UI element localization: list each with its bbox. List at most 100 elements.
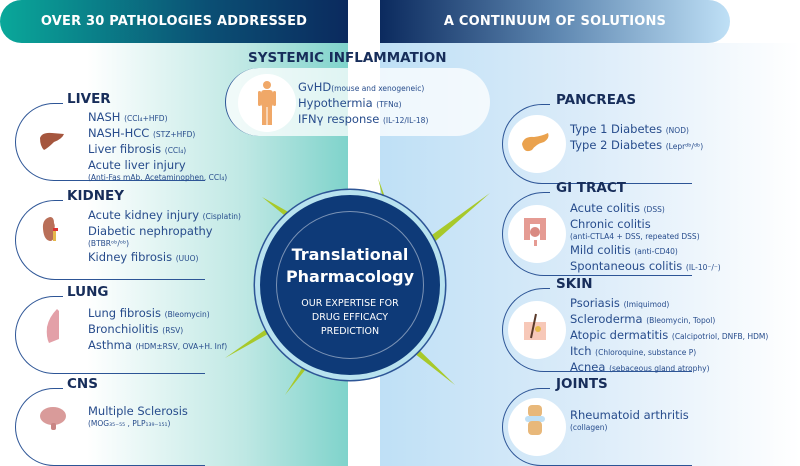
item-main: Atopic dermatitis bbox=[570, 328, 672, 342]
banner-solutions: A CONTINUUM OF SOLUTIONS bbox=[380, 0, 730, 43]
item-main: Mild colitis bbox=[570, 243, 635, 257]
list-item: Multiple Sclerosis(MOG₃₅₋₅₅ , PLP₁₃₉₋₁₅₁… bbox=[88, 404, 188, 430]
item-model: (TFNα) bbox=[376, 100, 402, 109]
item-main: Lung fibrosis bbox=[88, 306, 165, 320]
list-item: Acute colitis (DSS) bbox=[570, 201, 721, 217]
item-main: Hypothermia bbox=[298, 96, 377, 110]
section-title: JOINTS bbox=[556, 376, 608, 392]
item-main: Acute kidney injury bbox=[88, 208, 203, 222]
item-model: (Cisplatin) bbox=[202, 212, 241, 221]
item-main: Acute liver injury bbox=[88, 158, 186, 172]
item-main: Itch bbox=[570, 344, 596, 358]
list-item: Psoriasis (Imiquimod) bbox=[570, 296, 768, 312]
item-model: (Bleomycin) bbox=[164, 310, 210, 319]
list-item: Acute liver injury(Anti-Fas mAb, Acetami… bbox=[88, 158, 227, 184]
item-model: (IL-12/IL-18) bbox=[382, 116, 429, 125]
hub-sub-3: PREDICTION bbox=[320, 326, 380, 337]
item-main: Kidney fibrosis bbox=[88, 250, 176, 264]
section-title: SKIN bbox=[556, 276, 593, 292]
item-main: Diabetic nephropathy bbox=[88, 224, 213, 238]
list-item: Asthma (HDM±RSV, OVA+H. Inf) bbox=[88, 338, 227, 354]
list-item: Chronic colitis(anti-CTLA4 + DSS, repeat… bbox=[570, 217, 721, 243]
item-model: (anti-CTLA4 + DSS, repeated DSS) bbox=[570, 232, 700, 241]
spike-top-right bbox=[425, 193, 490, 246]
section-items: NASH (CCl₄+HFD)NASH-HCC (STZ+HFD)Liver f… bbox=[88, 110, 227, 184]
item-model: (Imiquimod) bbox=[623, 300, 670, 309]
list-item: Rheumatoid arthritis(collagen) bbox=[570, 408, 689, 434]
item-main: NASH bbox=[88, 110, 125, 124]
hub-title-2: Pharmacology bbox=[285, 267, 415, 286]
list-item: Bronchiolitis (RSV) bbox=[88, 322, 227, 338]
list-item: Type 2 Diabetes (Leprᵈᵇ/ᵈᵇ) bbox=[570, 138, 703, 154]
hub-ring bbox=[276, 211, 424, 359]
systemic-inflammation-title: SYSTEMIC INFLAMMATION bbox=[248, 50, 447, 66]
section-title: LIVER bbox=[67, 91, 111, 107]
item-main: Type 2 Diabetes bbox=[570, 138, 666, 152]
hub-sub-1: OUR EXPERTISE FOR bbox=[301, 298, 399, 309]
item-main: GvHD bbox=[298, 80, 332, 94]
hub-sub-2: DRUG EFFICACY bbox=[311, 312, 389, 323]
list-item: Mild colitis (anti-CD40) bbox=[570, 243, 721, 259]
item-main: Asthma bbox=[88, 338, 136, 352]
hub-title-1: Translational bbox=[291, 245, 409, 264]
spike-left bbox=[225, 325, 275, 358]
systemic-items: GvHD(mouse and xenogeneic) Hypothermia (… bbox=[298, 80, 428, 128]
item-model: (MOG₃₅₋₅₅ , PLP₁₃₉₋₁₅₁) bbox=[88, 419, 171, 428]
section-items: Psoriasis (Imiquimod)Scleroderma (Bleomy… bbox=[570, 296, 768, 376]
item-model: (Leprᵈᵇ/ᵈᵇ) bbox=[665, 142, 704, 151]
liver-icon bbox=[40, 132, 64, 150]
item-model: (IL-10⁻/⁻) bbox=[685, 263, 721, 272]
item-model: (collagen) bbox=[570, 423, 608, 432]
item-model: (UUO) bbox=[175, 254, 199, 263]
list-item: Type 1 Diabetes (NOD) bbox=[570, 122, 703, 138]
intestine-icon bbox=[524, 218, 546, 246]
list-item: Liver fibrosis (CCl₄) bbox=[88, 142, 227, 158]
spike-bottom-right bbox=[410, 345, 455, 385]
section-title: GI TRACT bbox=[556, 180, 626, 196]
section-items: Acute colitis (DSS)Chronic colitis(anti-… bbox=[570, 201, 721, 275]
list-item: IFNγ response (IL-12/IL-18) bbox=[298, 112, 428, 128]
list-item: Diabetic nephropathy(BTBRᵒᵇ/ᵒᵇ) bbox=[88, 224, 241, 250]
list-item: Acnea (sebaceous gland atrophy) bbox=[570, 360, 768, 376]
section-items: Type 1 Diabetes (NOD)Type 2 Diabetes (Le… bbox=[570, 122, 703, 154]
skin-icon bbox=[524, 313, 546, 340]
list-item: Kidney fibrosis (UUO) bbox=[88, 250, 241, 266]
human-body-icon bbox=[258, 81, 276, 125]
item-model: (Anti-Fas mAb, Acetaminophen, CCl₄) bbox=[88, 173, 228, 182]
item-model: (CCl₄+HFD) bbox=[124, 114, 168, 123]
section-title: CNS bbox=[67, 376, 98, 392]
list-item: NASH (CCl₄+HFD) bbox=[88, 110, 227, 126]
item-main: Scleroderma bbox=[570, 312, 647, 326]
item-main: Acute colitis bbox=[570, 201, 644, 215]
section-items: Rheumatoid arthritis(collagen) bbox=[570, 408, 689, 434]
lung-icon bbox=[46, 309, 59, 343]
pancreas-icon bbox=[522, 133, 549, 152]
list-item: Itch (Chloroquine, substance P) bbox=[570, 344, 768, 360]
item-model: (mouse and xenogeneic) bbox=[331, 84, 425, 93]
item-model: (Calcipotriol, DNFB, HDM) bbox=[671, 332, 769, 341]
item-model: (NOD) bbox=[665, 126, 689, 135]
section-items: Multiple Sclerosis(MOG₃₅₋₅₅ , PLP₁₃₉₋₁₅₁… bbox=[88, 404, 188, 430]
section-items: Acute kidney injury (Cisplatin) Diabetic … bbox=[88, 208, 241, 266]
item-model: (sebaceous gland atrophy) bbox=[609, 364, 710, 373]
list-item: Spontaneous colitis (IL-10⁻/⁻) bbox=[570, 259, 721, 275]
item-model: (BTBRᵒᵇ/ᵒᵇ) bbox=[88, 239, 130, 248]
list-item: Scleroderma (Bleomycin, Topol) bbox=[570, 312, 768, 328]
item-model: (Bleomycin, Topol) bbox=[646, 316, 716, 325]
list-item: Hypothermia (TFNα) bbox=[298, 96, 428, 112]
translational-pharmacology-hub: Translational Pharmacology OUR EXPERTISE… bbox=[255, 190, 445, 380]
item-model: (anti-CD40) bbox=[634, 247, 678, 256]
kidney-icon bbox=[42, 217, 58, 241]
item-main: Bronchiolitis bbox=[88, 322, 163, 336]
item-model: (CCl₄) bbox=[164, 146, 187, 155]
section-title: PANCREAS bbox=[556, 92, 637, 108]
section-title: LUNG bbox=[67, 284, 109, 300]
banner-pathologies: OVER 30 PATHOLOGIES ADDRESSED bbox=[0, 0, 348, 43]
section-title: KIDNEY bbox=[67, 188, 124, 204]
item-main: Type 1 Diabetes bbox=[570, 122, 666, 136]
item-main: NASH-HCC bbox=[88, 126, 153, 140]
item-main: Acnea bbox=[570, 360, 610, 374]
item-main: Spontaneous colitis bbox=[570, 259, 686, 273]
item-model: (DSS) bbox=[643, 205, 665, 214]
brain-icon bbox=[40, 407, 66, 430]
